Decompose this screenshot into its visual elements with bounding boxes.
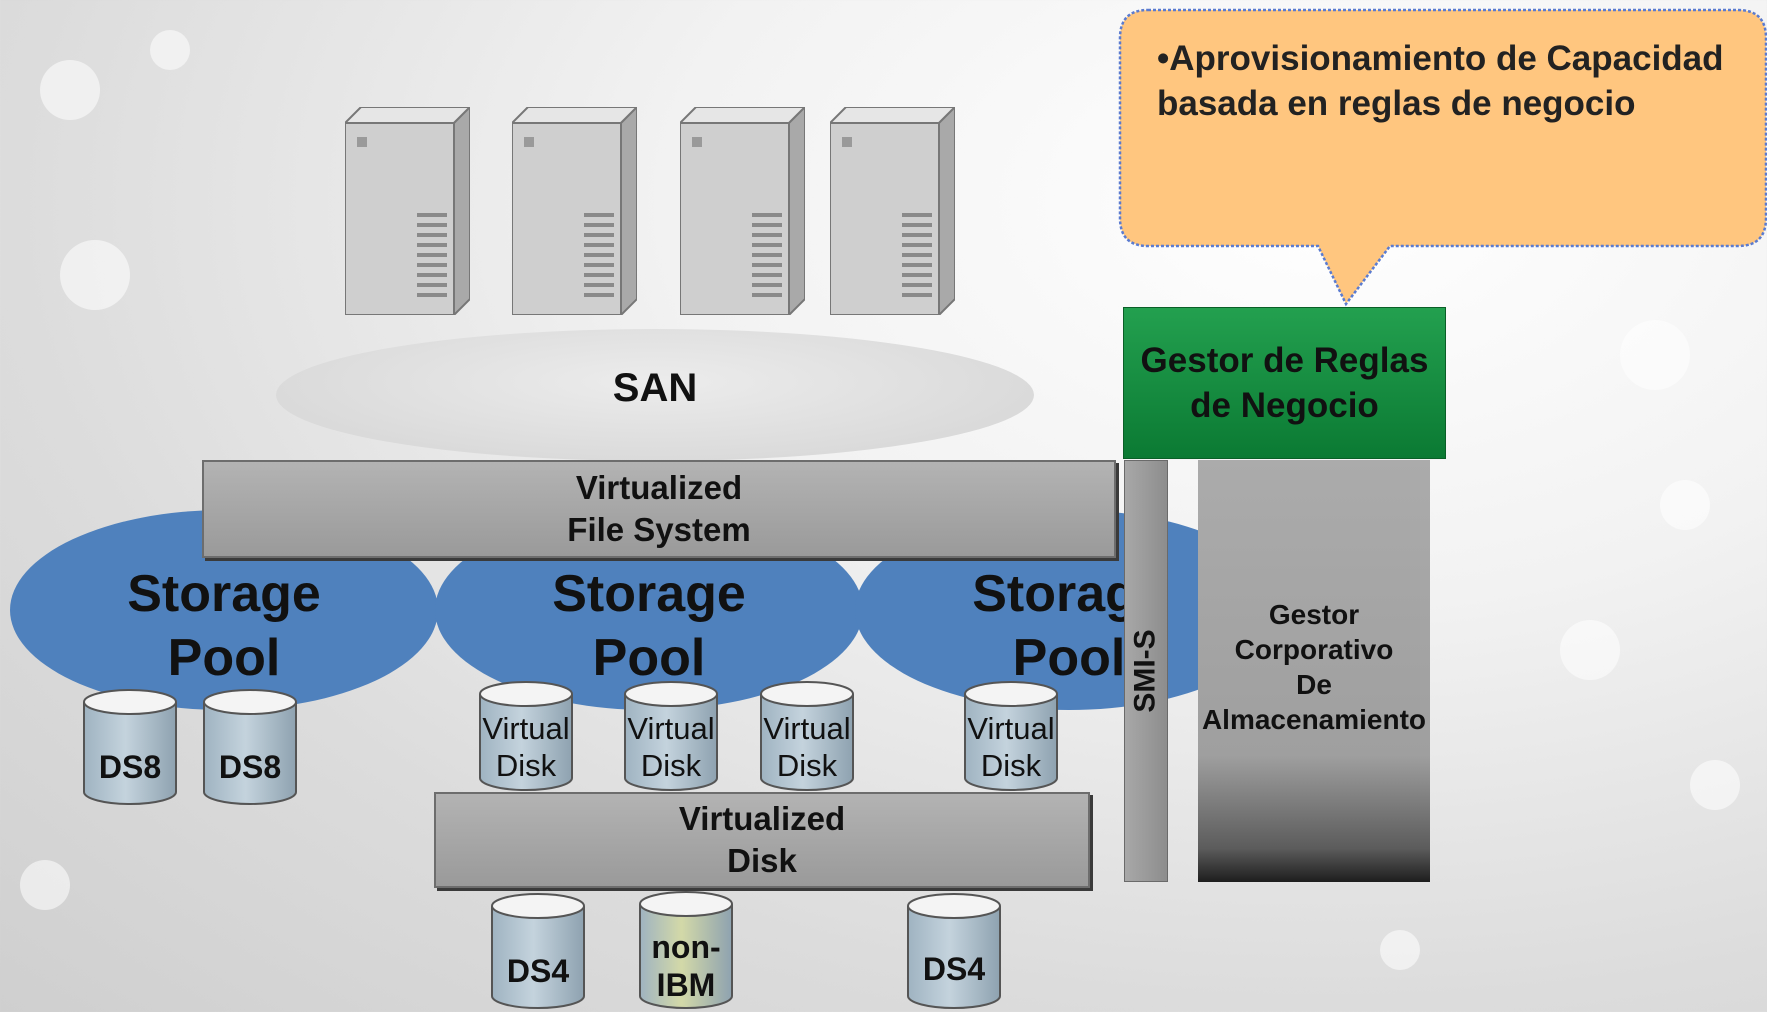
san-cloud: SAN [276, 329, 1034, 461]
corporate-storage-manager-label: Gestor Corporativo De Almacenamiento [1201, 599, 1427, 735]
disk-label: Virtual Disk [967, 711, 1055, 783]
virtualized-file-system-label: Virtualized File System [567, 469, 751, 548]
corporate-storage-manager: Gestor Corporativo De Almacenamiento [1198, 460, 1430, 882]
virtualized-file-system: Virtualized File System [202, 460, 1116, 558]
server-icon [342, 104, 473, 318]
disk-cylinder: non- IBM [638, 890, 734, 1010]
server-icon [509, 104, 640, 318]
storage-pool-label: Storage Pool [127, 565, 321, 687]
smi-s-bar: SMI-S [1124, 460, 1168, 882]
business-rules-manager: Gestor de Reglas de Negocio [1123, 307, 1446, 459]
business-rules-manager-label: Gestor de Reglas de Negocio [1140, 341, 1429, 425]
callout-bubble [1118, 8, 1767, 307]
san-label: SAN [612, 365, 698, 410]
disk-cylinder: DS4 [490, 892, 586, 1010]
disk-label: Virtual Disk [627, 711, 715, 783]
disk-cylinder: DS4 [906, 892, 1002, 1010]
server-icon [677, 104, 808, 318]
disk-label: DS8 [98, 749, 162, 785]
server-icon [827, 104, 958, 318]
virtualized-disk-label: Virtualized Disk [678, 800, 846, 879]
callout-text: •Aprovisionamiento de Capacidad basada e… [1157, 39, 1724, 123]
storage-pool-label: Storage Pool [552, 565, 746, 687]
disk-label: Virtual Disk [763, 711, 851, 783]
disk-label: DS4 [506, 953, 570, 989]
smi-s-label: SMI-S [1129, 629, 1162, 713]
disk-cylinder: Virtual Disk [478, 680, 574, 792]
disk-cylinder: Virtual Disk [759, 680, 855, 792]
disk-cylinder: Virtual Disk [963, 680, 1059, 792]
virtualized-disk: Virtualized Disk [434, 792, 1090, 888]
disk-cylinder: DS8 [82, 688, 178, 806]
disk-label: DS8 [218, 749, 282, 785]
disk-label: Virtual Disk [482, 711, 570, 783]
disk-label: non- IBM [651, 929, 721, 1003]
disk-cylinder: DS8 [202, 688, 298, 806]
disk-label: DS4 [922, 951, 986, 987]
disk-cylinder: Virtual Disk [623, 680, 719, 792]
